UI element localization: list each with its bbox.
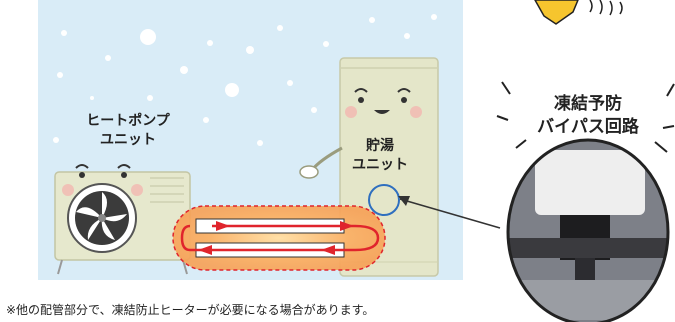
emphasis-lines [496,81,675,153]
callout-circle [368,184,400,216]
bypass-circuit-label: 凍結予防 バイパス回路 [537,94,639,137]
fan-icon [67,183,137,253]
footnote: ※他の配管部分で、凍結防止ヒーターが必要になる場合があります。 [6,303,375,317]
hot-water-unit-label: 貯湯 ユニット [352,138,408,173]
heatpump-unit [54,164,191,275]
snowflake-icon [53,14,437,146]
character-icon [534,0,623,25]
heated-pipe [172,205,386,271]
callout-arrow [398,196,501,229]
arrow-icon [180,224,380,252]
bypass-photo [506,138,670,322]
heatpump-unit-label: ヒートポンプ ユニット [86,113,170,148]
